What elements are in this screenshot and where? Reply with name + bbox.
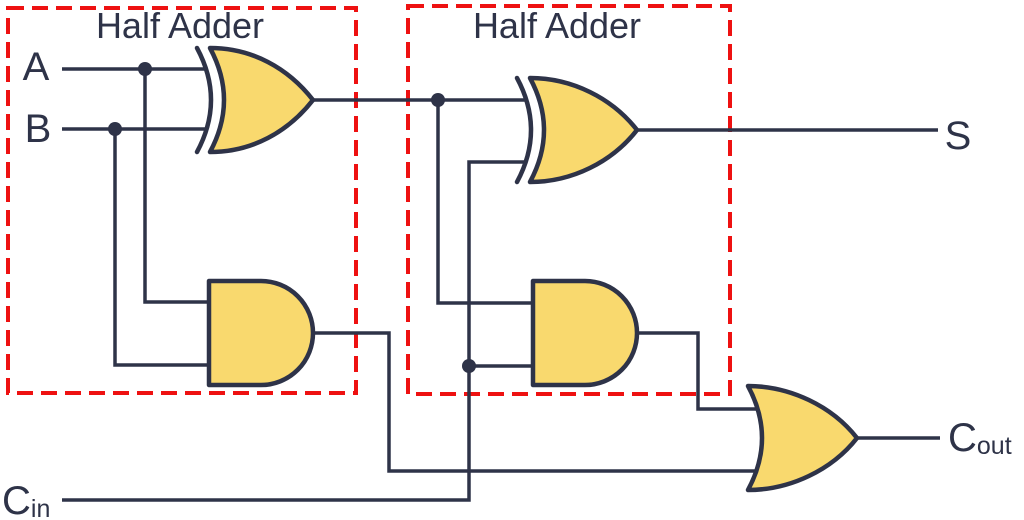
and-gate-1-body-icon [206, 278, 316, 388]
wire-and2-out-to-or [636, 331, 758, 411]
input-b-label: B [25, 107, 52, 151]
junction-cin [462, 359, 476, 373]
junction-a [138, 62, 152, 76]
half-adder-2-title: Half Adder [473, 5, 641, 46]
xor-gate-2-input-arc-icon [514, 75, 534, 185]
half-adder-1-title: Half Adder [96, 5, 264, 46]
half-adder-1-box [6, 6, 358, 395]
input-cin-subscript: in [31, 495, 50, 520]
output-cout-subscript: out [977, 432, 1012, 460]
output-cout-main: C [948, 416, 977, 460]
half-adder-2-box [406, 4, 732, 396]
or-gate-body-icon [745, 383, 860, 493]
xor-gate-2 [514, 75, 640, 185]
wire-and1-out-to-or [312, 331, 758, 473]
and-gate-2 [530, 278, 640, 388]
and-gate-1 [206, 278, 316, 388]
output-s-label: S [945, 114, 972, 158]
wire-b-branch-to-and1 [113, 129, 209, 367]
or-gate [745, 383, 860, 493]
input-a-label: A [23, 45, 50, 89]
input-cin-label: Cin [2, 479, 50, 520]
wire-xor1-branch-to-and2 [436, 100, 533, 305]
wires [62, 67, 940, 502]
xor-gate-2-body-icon [527, 75, 640, 185]
input-cin-main: C [2, 479, 31, 520]
xor-gate-1 [194, 45, 316, 155]
xor-gate-1-input-arc-icon [194, 45, 214, 155]
output-cout-label: Cout [948, 416, 1012, 460]
wire-cin-to-xor2 [62, 160, 526, 502]
wire-a-branch-to-and1 [143, 69, 209, 304]
and-gate-2-body-icon [530, 278, 640, 388]
xor-gate-1-body-icon [207, 45, 316, 155]
junction-dots [108, 62, 476, 373]
junction-xor1-out [431, 93, 445, 107]
junction-b [108, 122, 122, 136]
